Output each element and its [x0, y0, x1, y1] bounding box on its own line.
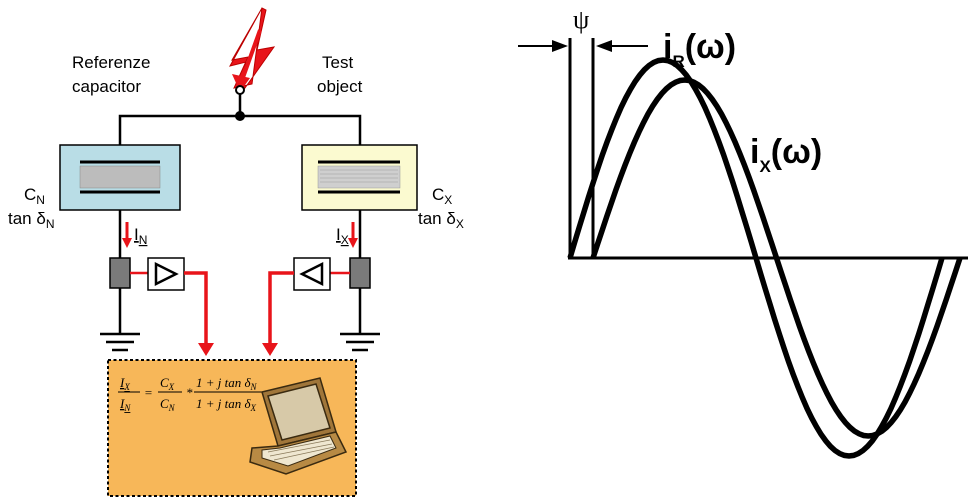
reference-ground-icon [100, 332, 140, 352]
reference-label-line2: capacitor [72, 77, 141, 96]
test-signal-path [262, 271, 294, 356]
svg-text:iX(ω): iX(ω) [750, 133, 822, 176]
psi-left-arrow [518, 40, 568, 52]
psi-right-arrow [596, 40, 648, 52]
tan-dx-label: tan δX [418, 209, 464, 231]
svg-text:=: = [144, 385, 153, 400]
reference-signal-path [184, 271, 214, 356]
reference-dielectric [79, 165, 161, 189]
svg-text:tan δN: tan δN [8, 209, 55, 231]
test-amplifier-icon [299, 261, 324, 287]
svg-text:1 + j tan δX: 1 + j tan δX [196, 396, 257, 413]
tan-dn-label: tan δN [8, 209, 55, 231]
reference-amplifier-icon [154, 261, 179, 287]
svg-text:CN: CN [24, 185, 45, 207]
test-dielectric-texture [320, 169, 398, 183]
top-bus [118, 114, 362, 145]
svg-text:IX: IX [336, 225, 349, 247]
svg-text:IN: IN [134, 225, 147, 247]
svg-text:iR(ω): iR(ω) [663, 28, 736, 71]
svg-text:CN: CN [160, 396, 176, 413]
svg-text:1 + j tan δN: 1 + j tan δN [196, 375, 258, 392]
test-label-line1: Test [322, 53, 353, 72]
current-n-arrow [122, 222, 132, 248]
current-x-label: IX [336, 225, 349, 247]
hv-terminal [235, 85, 245, 95]
svg-text:CX: CX [432, 185, 452, 207]
current-x-arrow [348, 222, 358, 248]
ix-label: iX(ω) [750, 133, 822, 176]
svg-text:*: * [186, 385, 193, 400]
reference-label-line1: Referenze [72, 53, 150, 72]
psi-label: ψ [573, 5, 589, 34]
test-label-line2: object [317, 77, 363, 96]
laptop-icon [249, 377, 348, 475]
svg-text:IX: IX [119, 375, 130, 392]
test-sensor [349, 257, 371, 289]
ratio-formula: IX IN = CX CN * 1 + j tan δN 1 + j tan δ… [118, 375, 282, 413]
test-dielectric [317, 165, 401, 189]
test-ground-icon [340, 332, 380, 352]
svg-text:IN: IN [119, 396, 131, 413]
current-n-label: IN [134, 225, 147, 247]
svg-text:CX: CX [160, 375, 175, 392]
svg-text:tan δX: tan δX [418, 209, 464, 231]
reference-sensor [109, 257, 131, 289]
lightning-arrow [232, 29, 262, 92]
cx-label: CX [432, 185, 452, 207]
ir-label: iR(ω) [663, 28, 736, 71]
waveform-axes [568, 38, 968, 260]
lightning-bolt-icon [229, 7, 276, 96]
cn-label: CN [24, 185, 45, 207]
wave-ix [590, 77, 963, 439]
